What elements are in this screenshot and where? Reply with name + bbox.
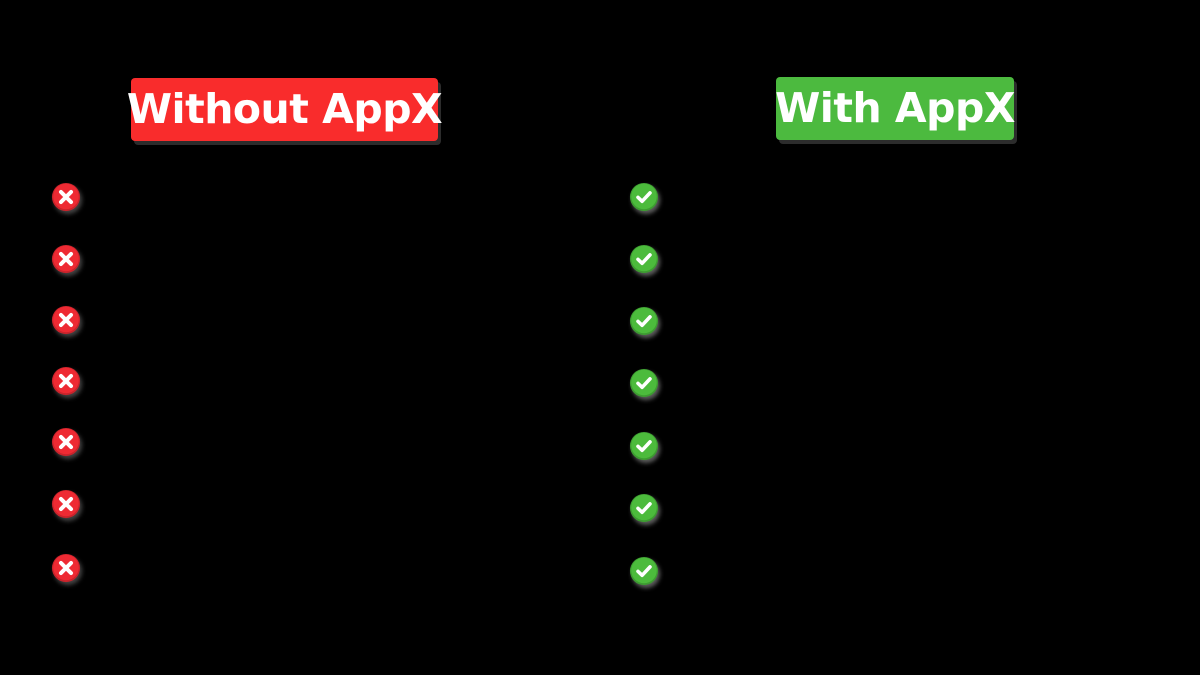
green-check-circle-icon [629,244,659,274]
list-item [629,493,677,523]
red-x-circle-icon [51,305,81,335]
list-item [629,431,677,461]
green-check-circle-icon [629,556,659,586]
column-header-with-appx-label: With AppX [775,84,1015,132]
list-item [629,306,677,336]
green-check-circle-icon [629,368,659,398]
green-check-circle-icon [629,493,659,523]
list-item [51,366,99,396]
column-header-with-appx: With AppX [775,77,1015,140]
green-check-circle-icon [629,182,659,212]
red-x-circle-icon [51,489,81,519]
list-item [51,244,99,274]
list-item [629,556,677,586]
red-x-circle-icon [51,553,81,583]
list-item [629,182,677,212]
column-header-without-appx: Without AppX [127,78,443,141]
green-check-circle-icon [629,431,659,461]
red-x-circle-icon [51,427,81,457]
list-item [51,427,99,457]
list-item [629,244,677,274]
red-x-circle-icon [51,244,81,274]
list-item [629,368,677,398]
list-item [51,305,99,335]
list-item [51,553,99,583]
red-x-circle-icon [51,366,81,396]
red-x-circle-icon [51,182,81,212]
green-check-circle-icon [629,306,659,336]
list-item [51,489,99,519]
list-item [51,182,99,212]
column-header-without-appx-label: Without AppX [126,85,443,133]
